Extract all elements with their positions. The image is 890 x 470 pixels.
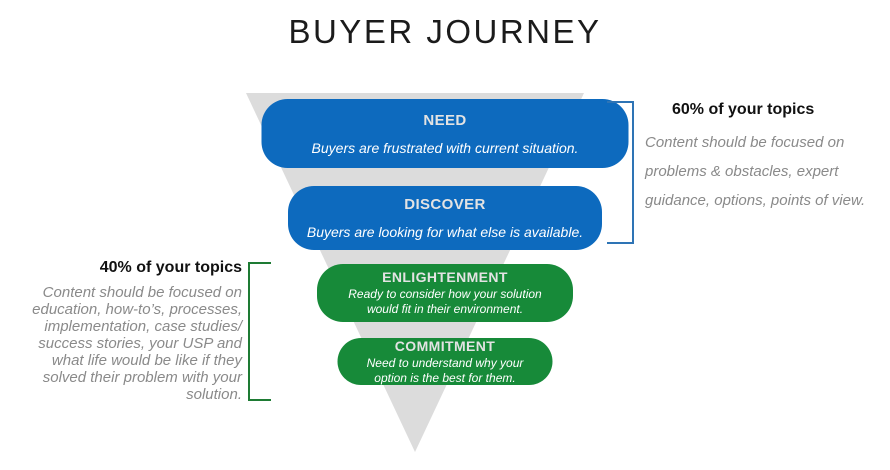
stage-discover-description: Buyers are looking for what else is avai… [306,224,584,240]
stage-commitment-description: Need to understand why your option is th… [366,355,524,385]
annotation-60-percent: 60% of your topics Content should be foc… [645,101,883,215]
annotation-60-body: Content should be focused on problems & … [645,134,866,209]
page-title: BUYER JOURNEY [288,13,602,50]
stage-need: NEED Buyers are frustrated with current … [261,99,629,168]
stage-need-description: Buyers are frustrated with current situa… [311,139,579,156]
stage-need-title: NEED [423,111,467,129]
stage-commitment-title: COMMITMENT [394,337,496,354]
annotation-40-heading: 40% of your topics [99,259,242,276]
annotation-40-percent: 40% of your topics Content should be foc… [16,259,242,403]
stage-enlightenment-description: Ready to consider how your solution woul… [348,287,542,316]
annotation-60-heading: 60% of your topics [672,101,815,118]
stage-commitment: COMMITMENT Need to understand why your o… [337,337,553,385]
stage-discover-title: DISCOVER [404,196,486,213]
bracket-bottom-stages [248,262,271,401]
annotation-40-body: Content should be focused on education, … [32,284,242,403]
stage-enlightenment: ENLIGHTENMENT Ready to consider how your… [317,264,573,322]
stage-discover: DISCOVER Buyers are looking for what els… [288,186,602,250]
stage-enlightenment-title: ENLIGHTENMENT [382,269,508,285]
bracket-top-stages [607,101,634,244]
